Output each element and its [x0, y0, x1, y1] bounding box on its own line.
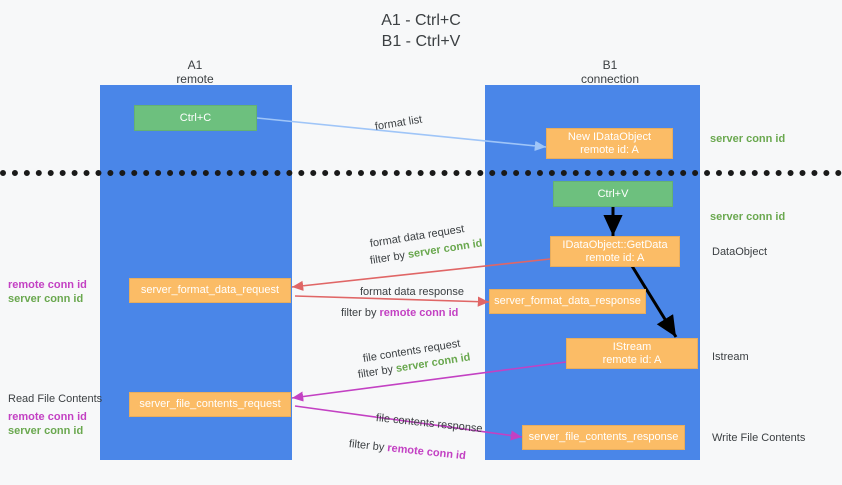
edge-label-format-data-response: format data response	[360, 286, 464, 298]
node-server-file-contents-response[interactable]: server_file_contents_response	[522, 425, 685, 450]
left-label-remote-conn-id-top: remote conn id	[8, 279, 87, 291]
node-istream-label: IStream	[612, 340, 652, 353]
left-label-conn-ids-bottom: remote conn id server conn id	[8, 410, 87, 438]
filter-prefix: filter by	[341, 307, 380, 319]
filter-prefix: filter by	[369, 249, 409, 267]
right-label-server-conn-id-mid: server conn id	[710, 211, 786, 223]
node-server-format-data-request-label: server_format_data_request	[140, 284, 280, 296]
filter-value-remote-conn-id: remote conn id	[379, 307, 459, 319]
column-header-a1: A1 remote	[176, 58, 214, 86]
node-idataobject-getdata[interactable]: IDataObject::GetData remote id: A	[550, 236, 680, 267]
edge-label-file-contents-response-filter: filter by remote conn id	[348, 437, 466, 463]
node-ctrl-v-label: Ctrl+V	[597, 187, 629, 200]
right-label-write-file-contents: Write File Contents	[712, 432, 806, 444]
node-ctrl-v[interactable]: Ctrl+V	[553, 181, 673, 207]
node-server-file-contents-response-label: server_file_contents_response	[528, 431, 679, 443]
right-label-dataobject: DataObject	[712, 246, 768, 258]
edge-label-format-list: format list	[374, 113, 424, 133]
node-server-format-data-request[interactable]: server_format_data_request	[129, 278, 291, 303]
node-new-idataobject-label: New IDataObject	[567, 130, 652, 143]
right-label-server-conn-id-top: server conn id	[710, 133, 786, 145]
node-istream-sub: remote id: A	[602, 353, 662, 366]
right-label-istream: Istream	[712, 351, 749, 363]
left-label-conn-ids-top: remote conn id server conn id	[8, 278, 87, 306]
left-label-remote-conn-id-bottom: remote conn id	[8, 411, 87, 423]
left-label-server-conn-id-bottom: server conn id	[8, 425, 84, 437]
node-idataobject-getdata-label: IDataObject::GetData	[562, 238, 668, 251]
filter-prefix: filter by	[348, 438, 388, 454]
node-new-idataobject[interactable]: New IDataObject remote id: A	[546, 128, 673, 159]
node-new-idataobject-sub: remote id: A	[580, 143, 639, 156]
node-server-file-contents-request[interactable]: server_file_contents_request	[129, 392, 291, 417]
column-header-b1: B1 connection	[580, 58, 640, 86]
node-istream[interactable]: IStream remote id: A	[566, 338, 698, 369]
page-title: A1 - Ctrl+C B1 - Ctrl+V	[381, 12, 461, 50]
edge-label-format-data-response-filter: filter by remote conn id	[341, 306, 458, 320]
node-idataobject-getdata-sub: remote id: A	[585, 251, 645, 264]
node-server-file-contents-request-label: server_file_contents_request	[139, 398, 281, 410]
left-label-server-conn-id-top: server conn id	[8, 293, 84, 305]
filter-prefix: filter by	[357, 363, 397, 381]
edge-label-file-contents-response: file contents response	[375, 412, 484, 436]
filter-value-remote-conn-id: remote conn id	[386, 442, 467, 463]
phase-divider	[0, 170, 842, 176]
node-server-format-data-response-label: server_format_data_response	[494, 295, 641, 307]
node-ctrl-c-label: Ctrl+C	[179, 111, 212, 124]
node-server-format-data-response[interactable]: server_format_data_response	[489, 289, 646, 314]
node-ctrl-c[interactable]: Ctrl+C	[134, 105, 257, 131]
left-label-read-file-contents: Read File Contents	[8, 393, 103, 405]
